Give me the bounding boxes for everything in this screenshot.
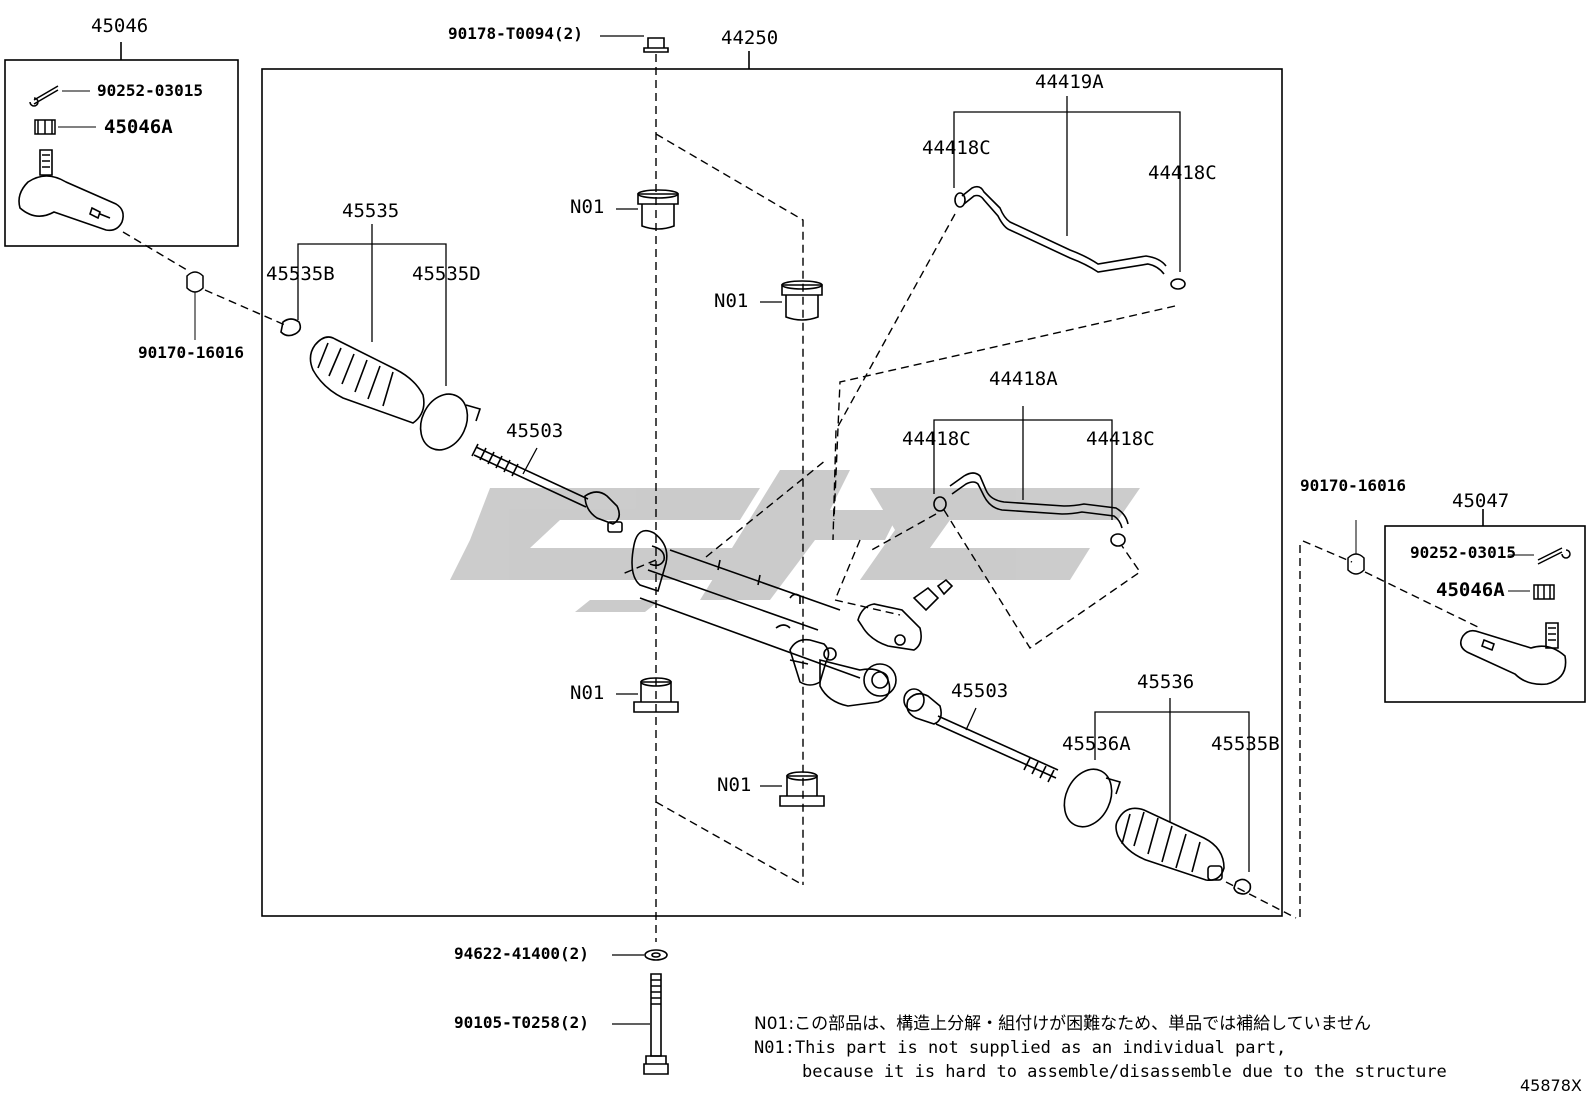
label-90105-t0258: 90105-T0258(2) — [454, 1013, 589, 1032]
cotter-pin-left — [29, 85, 90, 107]
castle-nut-left — [34, 119, 96, 135]
label-94622-41400: 94622-41400(2) — [454, 944, 589, 963]
tie-rod-end-right — [1459, 622, 1567, 686]
label-90178-t0094: 90178-T0094(2) — [448, 24, 583, 43]
note-english-line2: because it is hard to assemble/disassemb… — [802, 1062, 1447, 1082]
label-n01-3: N01 — [570, 682, 605, 704]
label-45536a: 45536A — [1062, 733, 1131, 755]
castle-nut-right — [1508, 584, 1555, 600]
label-n01-4: N01 — [717, 774, 752, 796]
label-90252-03015-left: 90252-03015 — [97, 81, 203, 100]
tie-rod-end-left — [18, 149, 124, 232]
bushing-n01-4 — [760, 771, 825, 807]
label-44250: 44250 — [721, 27, 779, 49]
label-45046a-right: 45046A — [1436, 579, 1505, 601]
clamp-45536a — [1063, 768, 1122, 828]
cotter-pin-right — [1508, 547, 1571, 565]
label-45503-left: 45503 — [506, 420, 564, 442]
tube-44419a — [954, 185, 1186, 290]
label-n01-1: N01 — [570, 196, 605, 218]
bushing-n01-2 — [760, 280, 823, 321]
tube-44418a — [933, 472, 1129, 547]
clamp-45535d — [419, 393, 482, 451]
watermark-logo — [450, 470, 1140, 612]
label-44419a: 44419A — [1035, 71, 1104, 93]
label-45535d: 45535D — [412, 263, 481, 285]
label-44418c-4: 44418C — [1086, 428, 1155, 450]
label-45047: 45047 — [1452, 490, 1510, 512]
rack-housing-44250 — [631, 529, 954, 707]
label-45535: 45535 — [342, 200, 400, 222]
nut-90170-right — [1347, 520, 1365, 575]
label-45536: 45536 — [1137, 671, 1195, 693]
label-45535b-right: 45535B — [1211, 733, 1280, 755]
diagram-code: 45878X — [1520, 1076, 1582, 1095]
label-45503-right: 45503 — [951, 680, 1009, 702]
label-44418c-3: 44418C — [902, 428, 971, 450]
label-44418c-2: 44418C — [1148, 162, 1217, 184]
note-japanese: N01:この部品は、構造上分解・組付けが困難なため、単品では補給していません — [754, 1014, 1372, 1034]
label-90170-16016-left: 90170-16016 — [138, 343, 244, 362]
washer-94622 — [612, 949, 668, 961]
bolt-90105 — [612, 973, 669, 1075]
note-english-line1: N01:This part is not supplied as an indi… — [754, 1038, 1287, 1058]
label-44418a: 44418A — [989, 368, 1058, 390]
label-44418c-1: 44418C — [922, 137, 991, 159]
label-90170-16016-right: 90170-16016 — [1300, 476, 1406, 495]
label-n01-2: N01 — [714, 290, 749, 312]
label-90252-03015-right: 90252-03015 — [1410, 543, 1516, 562]
boot-45536-right — [1115, 807, 1252, 895]
leader-lines — [297, 96, 1250, 872]
nut-90170-left — [186, 271, 204, 340]
label-45046: 45046 — [91, 15, 149, 37]
label-45046a-left: 45046A — [104, 116, 173, 138]
boot-45535-left — [280, 318, 425, 424]
bushing-n01-3 — [616, 677, 679, 713]
label-45535b-left: 45535B — [266, 263, 335, 285]
tie-rod-end-box-right — [1384, 525, 1586, 703]
rack-end-45503-left — [471, 443, 623, 533]
assembly-frame-44250 — [261, 68, 1283, 917]
rack-end-45503-right — [903, 688, 1059, 783]
bolt-90178 — [600, 35, 669, 53]
bushing-n01-1 — [616, 189, 679, 230]
